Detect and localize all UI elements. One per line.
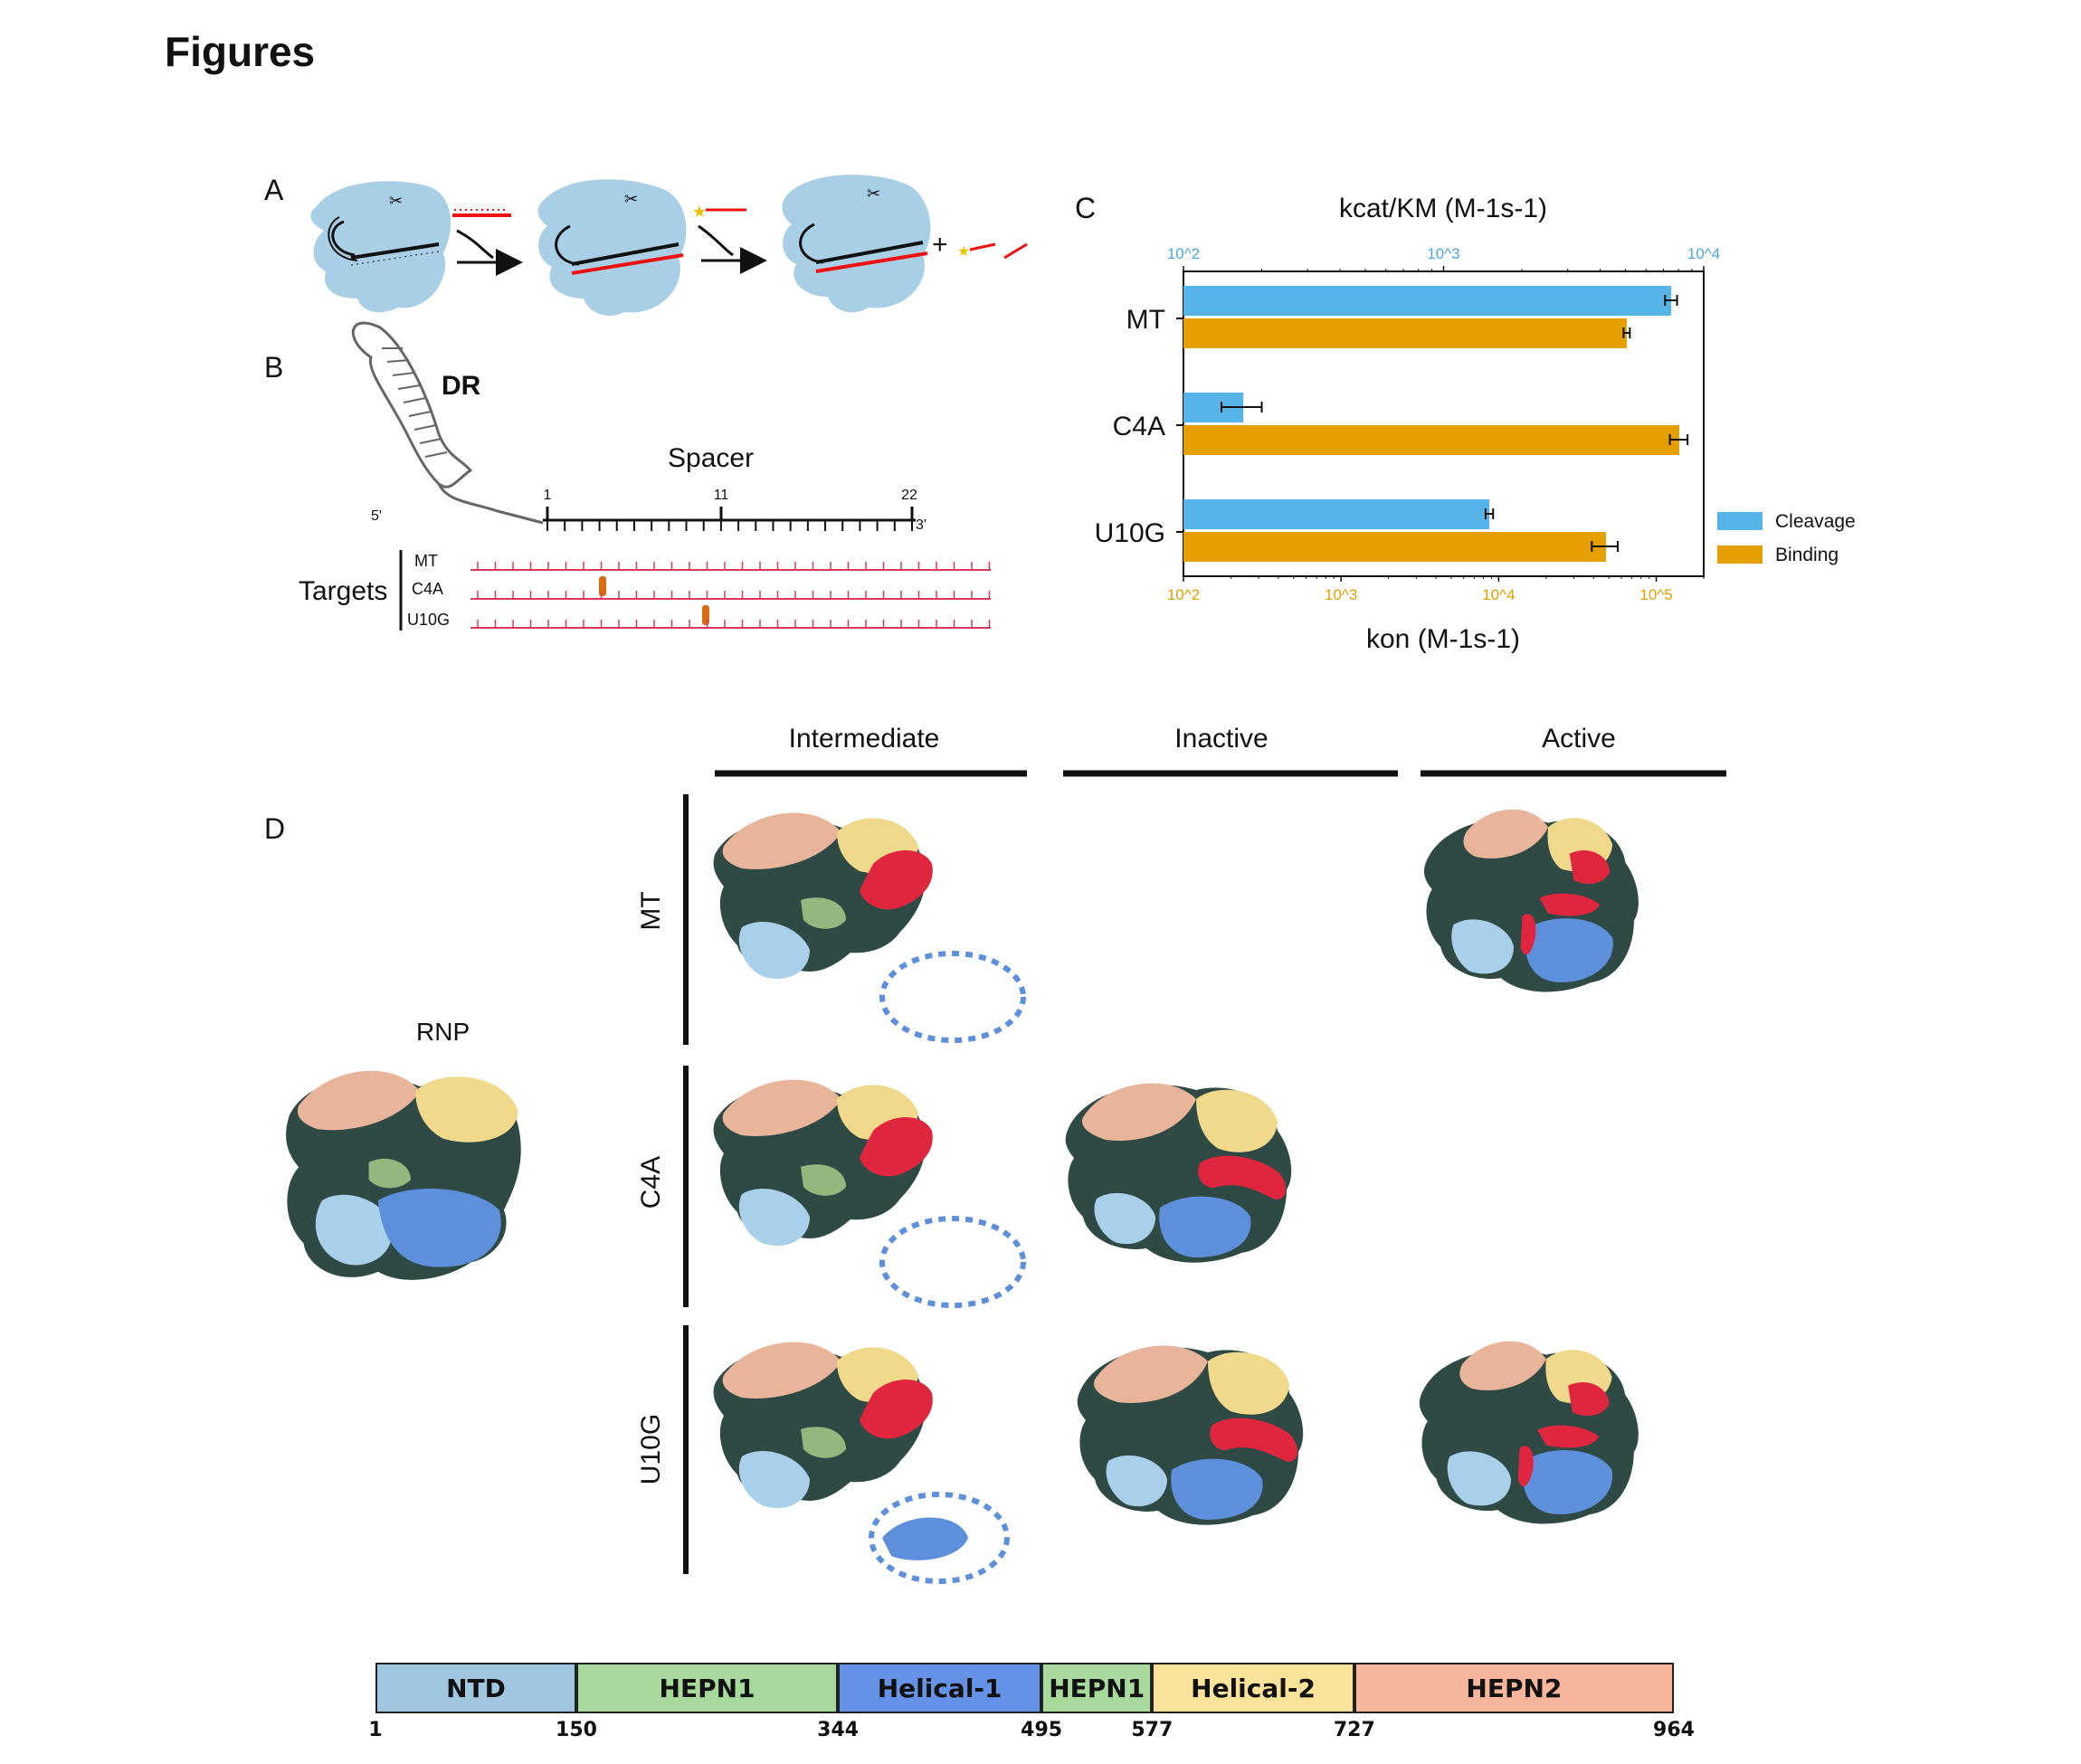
column-title-active: Active (1542, 724, 1616, 754)
domain-segment-helical-2: Helical-2 (1152, 1663, 1354, 1713)
bar-cleavage-mt (1183, 286, 1672, 316)
domain-boundary-150: 150 (556, 1719, 597, 1741)
legend-swatch-binding (1717, 545, 1763, 564)
domain-segment-helical-1: Helical-1 (838, 1663, 1042, 1713)
domain-boundary-1: 1 (368, 1719, 383, 1741)
panel-letter-a: A (264, 174, 284, 206)
bottom-tick-label: 10^2 (1167, 586, 1200, 603)
bar-binding-u10g (1183, 532, 1607, 562)
top-tick-label: 10^2 (1167, 245, 1200, 262)
panel-letter-b: B (264, 351, 284, 384)
column-title-intermediate: Intermediate (788, 724, 940, 754)
top-axis-label: kcat/KM (M-1s-1) (1339, 194, 1547, 223)
row-label-c4a: C4A (636, 1155, 666, 1209)
top-tick-label: 10^4 (1687, 245, 1720, 262)
domain-segment-hepn1: HEPN1 (576, 1663, 839, 1713)
category-label-u10g: U10G (1095, 518, 1165, 548)
domain-boundary-577: 577 (1131, 1719, 1174, 1741)
top-axis-ticks: 10^2 10^3 10^4 (1167, 245, 1720, 271)
category-labels: MT C4A U10G (1095, 305, 1183, 548)
bar-cleavage-u10g (1183, 499, 1490, 529)
bottom-axis-label: kon (M-1s-1) (1366, 624, 1520, 654)
plot-frame (1183, 270, 1705, 577)
domain-segment-ntd: NTD (375, 1663, 577, 1713)
page-heading: Figures (165, 28, 316, 75)
row-label-mt: MT (636, 891, 666, 931)
bottom-axis-ticks: 10^2 10^3 10^4 10^5 (1167, 576, 1705, 603)
domain-boundary-344: 344 (817, 1719, 860, 1741)
bar-binding-c4a (1183, 425, 1680, 455)
domain-segment-hepn1: HEPN1 (1041, 1663, 1153, 1713)
bottom-tick-label: 10^5 (1639, 586, 1672, 603)
domain-boundary-495: 495 (1021, 1719, 1063, 1741)
rnp-label: RNP (416, 1018, 470, 1046)
domain-boundary-964: 964 (1653, 1719, 1695, 1741)
domain-boundary-727: 727 (1333, 1719, 1375, 1741)
top-tick-label: 10^3 (1427, 245, 1459, 262)
legend-swatch-cleavage (1717, 512, 1763, 530)
legend-label-cleavage: Cleavage (1775, 511, 1856, 532)
legend: Cleavage Binding (1717, 511, 1856, 565)
bottom-tick-label: 10^3 (1325, 586, 1357, 603)
column-title-inactive: Inactive (1174, 724, 1269, 754)
chart-bars (1183, 286, 1689, 562)
category-label-mt: MT (1126, 305, 1165, 335)
category-label-c4a: C4A (1113, 412, 1165, 441)
bottom-tick-label: 10^4 (1482, 586, 1515, 603)
legend-label-binding: Binding (1775, 545, 1839, 565)
panel-letter-c: C (1075, 192, 1097, 224)
bar-binding-mt (1183, 318, 1627, 348)
panel-letter-d: D (264, 812, 286, 845)
domain-segment-hepn2: HEPN2 (1354, 1663, 1674, 1713)
row-label-u10g: U10G (636, 1413, 666, 1485)
